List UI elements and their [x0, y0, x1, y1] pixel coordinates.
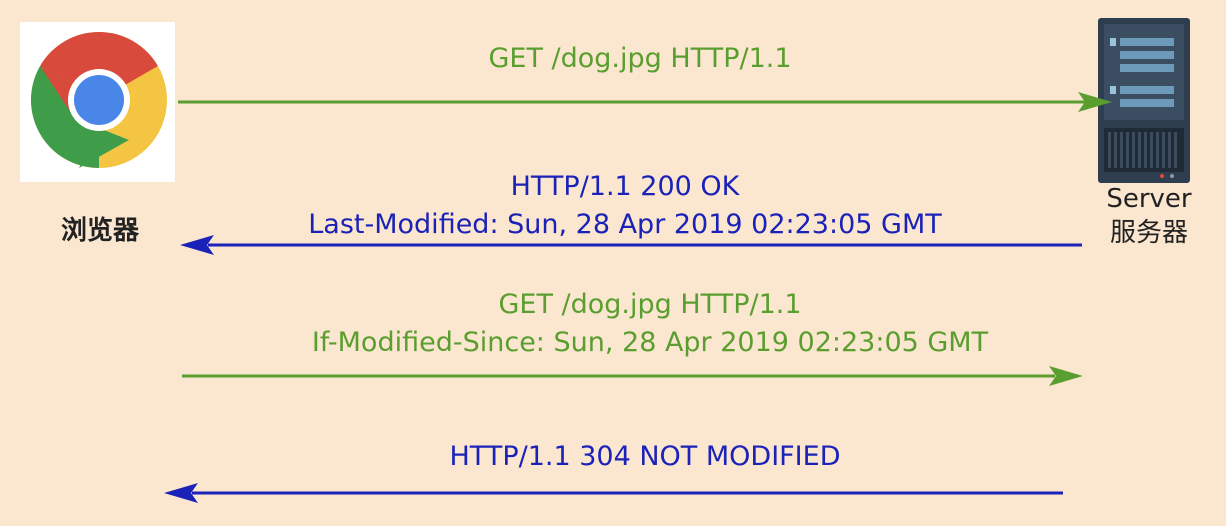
request-1-line-1: GET /dog.jpg HTTP/1.1	[488, 43, 792, 74]
response-1-line-2: Last-Modified: Sun, 28 Apr 2019 02:23:05…	[308, 209, 942, 240]
message-request-2: GET /dog.jpg HTTP/1.1 If-Modified-Since:…	[250, 286, 1050, 362]
server-label-en: Server	[1106, 184, 1192, 214]
request-2-line-2: If-Modified-Since: Sun, 28 Apr 2019 02:2…	[311, 327, 989, 358]
arrow-request-1	[178, 92, 1112, 112]
message-request-1: GET /dog.jpg HTTP/1.1	[400, 40, 880, 78]
chrome-icon	[30, 31, 167, 168]
browser-label: 浏览器	[60, 216, 139, 246]
arrow-response-1	[180, 235, 1082, 255]
server-label-zh: 服务器	[1109, 218, 1188, 248]
response-1-line-1: HTTP/1.1 200 OK	[510, 171, 740, 202]
response-2-line-1: HTTP/1.1 304 NOT MODIFIED	[449, 441, 841, 472]
arrow-response-2	[164, 483, 1063, 503]
server-rack-icon	[1098, 18, 1190, 183]
browser-box	[20, 22, 175, 182]
message-response-2: HTTP/1.1 304 NOT MODIFIED	[380, 438, 910, 476]
arrow-request-2	[182, 366, 1083, 386]
request-2-line-1: GET /dog.jpg HTTP/1.1	[498, 289, 802, 320]
server-label: Server 服务器	[1090, 182, 1208, 250]
message-response-1: HTTP/1.1 200 OK Last-Modified: Sun, 28 A…	[250, 168, 1000, 244]
